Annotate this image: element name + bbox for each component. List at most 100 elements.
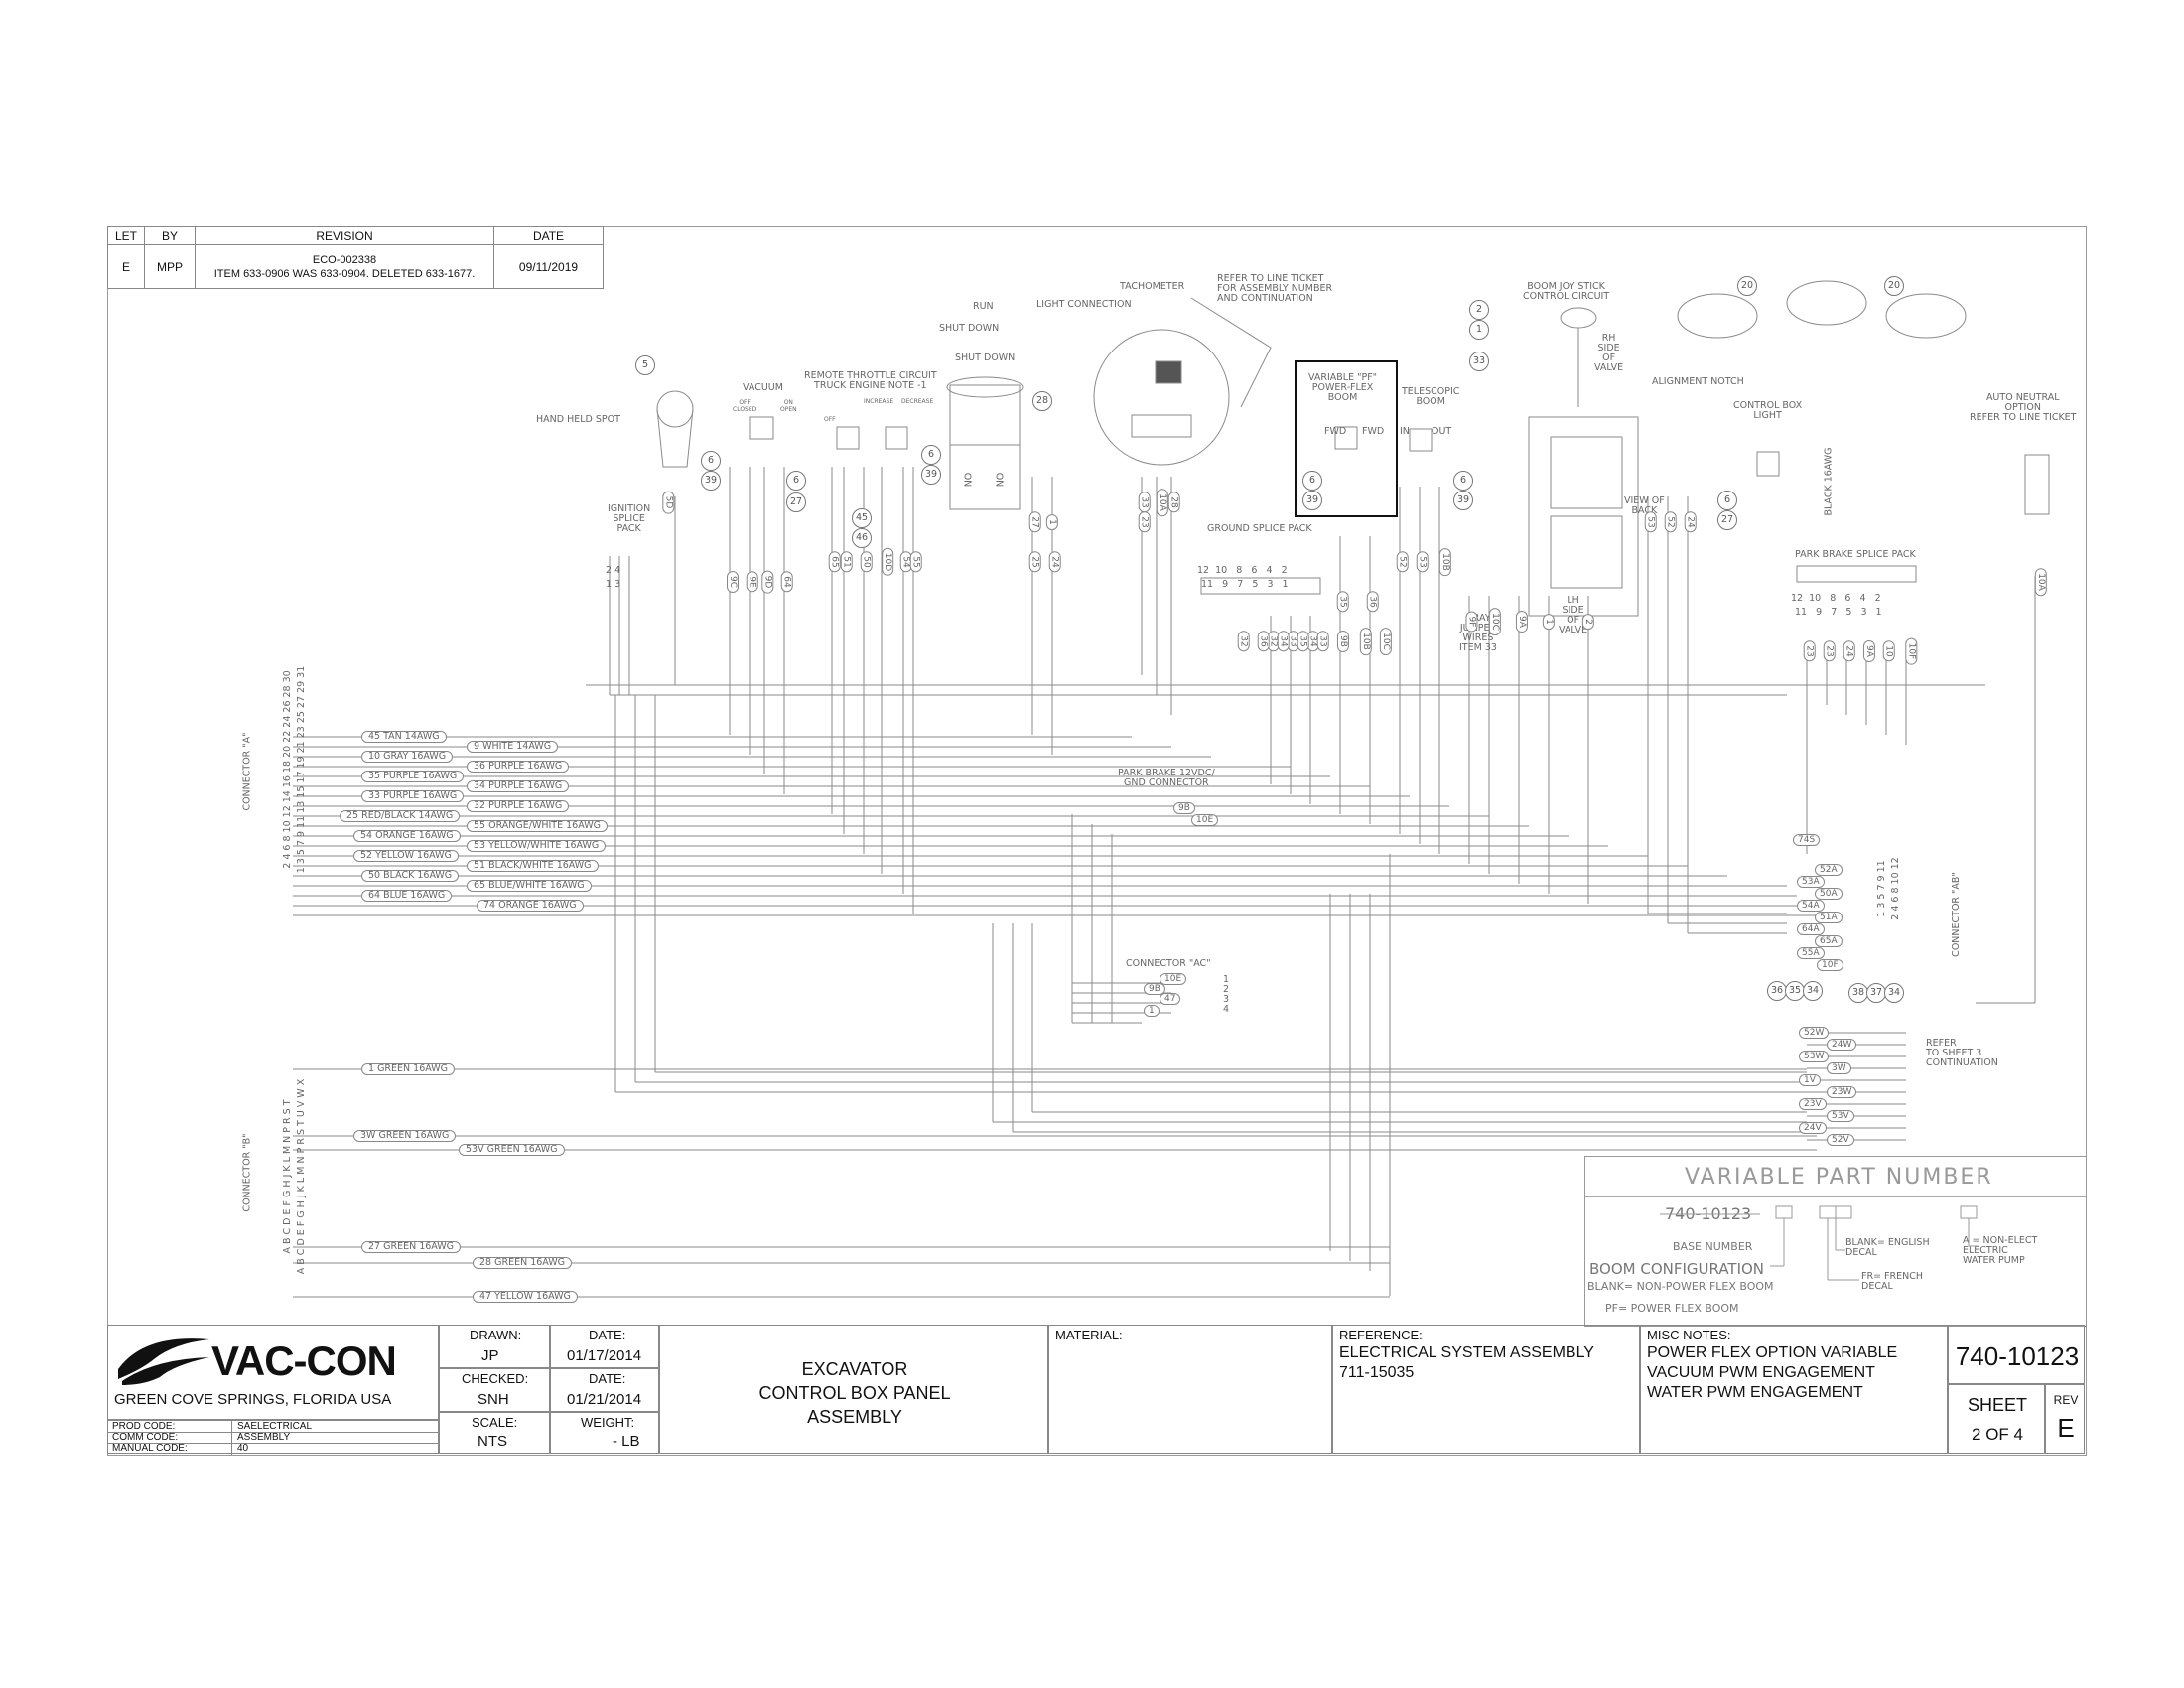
callout-circle: 39 (1453, 491, 1473, 510)
weight-cell: WEIGHT: - LB (550, 1412, 659, 1454)
rev-description: ECO-002338 ITEM 633-0906 WAS 633-0904. D… (195, 244, 494, 289)
vpn-title: VARIABLE PART NUMBER (1685, 1165, 1993, 1190)
vertical-wire-label: 24 (1684, 511, 1697, 533)
vertical-wire-label: 28 (1167, 492, 1180, 513)
vertical-wire-label: 9C (727, 570, 740, 594)
callout-circle: 34 (1884, 983, 1904, 1003)
vertical-wire-label: 10F (1905, 637, 1918, 665)
shut-down-on-1: ON (961, 472, 973, 488)
vertical-wire-label: 36 (1366, 591, 1379, 613)
callout-circle: 5 (635, 355, 655, 375)
vertical-wire-label: 24 (1048, 551, 1061, 573)
connector-a-pins-top: 2 4 6 8 10 12 14 16 18 20 22 24 26 28 30 (282, 670, 293, 869)
vertical-wire-label: 10 (1882, 640, 1895, 662)
sheet3-wire-label: 24W (1827, 1039, 1857, 1051)
checked-label: CHECKED: (462, 1371, 529, 1386)
material-cell: MATERIAL: (1048, 1325, 1332, 1454)
date2-value: 01/21/2014 (567, 1391, 642, 1408)
vertical-wire-label: 27 (1028, 511, 1041, 533)
run-label: RUN (973, 301, 994, 312)
rev-label: REV (2053, 1393, 2079, 1407)
long-runs (586, 684, 2035, 1024)
checked-cell: CHECKED: SNH (439, 1368, 550, 1412)
callout-circle: 34 (1803, 981, 1823, 1001)
sheet3-wire-label: 52W (1799, 1027, 1830, 1039)
callout-circle: 39 (1302, 491, 1322, 510)
vertical-wire-label: 65 (828, 551, 841, 573)
wire-label-a-right: 9 WHITE 14AWG (467, 741, 559, 753)
vertical-wire-label: 1 (1045, 514, 1058, 530)
vpn-leaders (1660, 1205, 1979, 1281)
wire-label-a-right: 74 ORANGE 16AWG (477, 900, 584, 912)
shut-down-arrow-label: SHUT DOWN (939, 323, 1000, 334)
drawing-title: EXCAVATOR CONTROL BOX PANEL ASSEMBLY (758, 1359, 951, 1427)
callout-circle: 33 (1469, 352, 1489, 371)
vertical-wire-label: 5D (662, 491, 675, 514)
connector-a-label: CONNECTOR "A" (241, 732, 253, 811)
rev-header-let: LET (107, 226, 145, 245)
rev-cell: REV E (2045, 1384, 2085, 1454)
vpn-pf: PF= POWER FLEX BOOM (1605, 1302, 1739, 1315)
sheet3-wire-label: 1V (1799, 1074, 1821, 1086)
vpn-boom-config: BOOM CONFIGURATION (1589, 1260, 1765, 1278)
connector-b-label: CONNECTOR "B" (241, 1133, 253, 1212)
connector-a-pins-bottom: 1 3 5 7 9 11 13 15 17 19 21 23 25 27 29 … (296, 665, 307, 874)
scale-value: NTS (478, 1433, 507, 1450)
sheet3-wire-label: 52V (1827, 1134, 1854, 1146)
ab-wire-label: 65A (1815, 935, 1843, 947)
vpn-blank-english: BLANK= ENGLISH DECAL (1845, 1237, 1930, 1258)
vpn-divider (1585, 1196, 2086, 1197)
vertical-wire-label: 10A (1156, 489, 1168, 516)
wire-label-a-left: 10 GRAY 16AWG (361, 751, 454, 763)
connector-ab-pins-top: 2 4 6 8 10 12 (1890, 857, 1901, 920)
misc-notes-cell: MISC NOTES: POWER FLEX OPTION VARIABLE V… (1640, 1325, 1948, 1454)
wire-label-a-left: 25 RED/BLACK 14AWG (340, 810, 461, 822)
park-brake-wire-label: 10E (1191, 814, 1219, 826)
ab-wire-label: 74S (1793, 834, 1821, 846)
vertical-wire-label: 23 (1823, 640, 1836, 662)
ignition-pins-top: 2 4 (606, 565, 621, 576)
park-brake-connector-label: PARK BRAKE 12VDC/ GND CONNECTOR (1118, 768, 1215, 788)
vertical-wire-label: 23 (1803, 640, 1816, 662)
connector-ab-pins-bottom: 1 3 5 7 9 11 (1876, 860, 1887, 917)
gray-jumper-label: GRAY JUMPER WIRES ITEM 33 (1459, 613, 1497, 653)
date1-value: 01/17/2014 (567, 1347, 642, 1364)
ab-wire-label: 53A (1797, 876, 1825, 888)
callout-circle: 6 (1453, 471, 1473, 491)
wire-label-b: 3W GREEN 16AWG (353, 1130, 457, 1142)
misc-notes-value: POWER FLEX OPTION VARIABLE VACUUM PWM EN… (1647, 1344, 1898, 1401)
rev-value: E (2057, 1413, 2075, 1443)
throttle-off-label: OFF (824, 416, 836, 423)
vertical-wire-label: 10C (1379, 628, 1392, 655)
manual-code-label: MANUAL CODE: (112, 1443, 188, 1454)
ab-wire-label: 50A (1815, 888, 1843, 900)
ac-wire-label: 10E (1160, 973, 1187, 985)
lh-side-label: LH SIDE OF VALVE (1559, 595, 1588, 635)
reference-value: ELECTRICAL SYSTEM ASSEMBLY 711-15035 (1339, 1344, 1594, 1381)
ac-pin-3: 3 (1223, 994, 1230, 1005)
checked-value: SNH (478, 1391, 509, 1408)
connector-b-pins-top: A B C D E F G H J K L M N P R S T (282, 1099, 293, 1254)
wire-label-a-right: 51 BLACK/WHITE 16AWG (467, 860, 599, 872)
vpn-a-nonelect: A = NON-ELECT ELECTRIC WATER PUMP (1963, 1235, 2038, 1266)
park-pins-top: 12 10 8 6 4 2 (1791, 593, 1881, 604)
scale-cell: SCALE: NTS (439, 1412, 550, 1454)
date1-label: DATE: (589, 1328, 626, 1342)
prod-code: SAELECTRICAL (237, 1421, 313, 1432)
vertical-wire-label: 9F (1465, 611, 1478, 633)
vertical-wire-label: 52 (1664, 511, 1677, 533)
wire-label-a-left: 52 YELLOW 16AWG (353, 850, 459, 862)
callout-circle: 27 (1717, 510, 1737, 530)
reference-cell: REFERENCE: ELECTRICAL SYSTEM ASSEMBLY 71… (1332, 1325, 1640, 1454)
vertical-wire-label: 9A (1862, 640, 1875, 662)
callout-circle: 6 (701, 451, 721, 471)
rev-line-1: ECO-002338 (312, 253, 377, 266)
ac-pin-4: 4 (1223, 1004, 1230, 1015)
sheet-cell: SHEET 2 OF 4 (1948, 1384, 2045, 1454)
ab-wire-label: 54A (1797, 900, 1825, 912)
vacuum-off-label: OFF CLOSED (733, 399, 757, 413)
callout-circle: 27 (786, 492, 806, 512)
wire-label-b: 28 GREEN 16AWG (473, 1257, 573, 1269)
date1-cell: DATE: 01/17/2014 (550, 1325, 659, 1368)
drawing-frame (107, 226, 2087, 1456)
